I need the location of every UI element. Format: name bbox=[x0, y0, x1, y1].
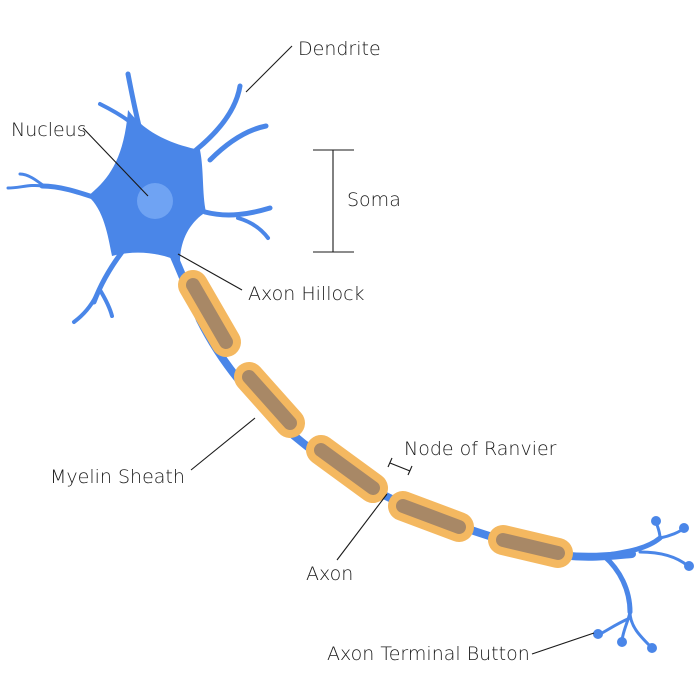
terminal-button-5 bbox=[617, 637, 627, 647]
terminal-branch-upper bbox=[597, 535, 663, 559]
axon-terminals bbox=[597, 520, 690, 648]
terminal-branch-lower-a bbox=[620, 610, 632, 642]
label-soma: Soma bbox=[347, 189, 401, 211]
dendrite-leader bbox=[245, 45, 293, 93]
nucleus-leader bbox=[82, 127, 149, 197]
myelin-sheath bbox=[178, 270, 573, 568]
label-myelin-sheath: Myelin Sheath bbox=[50, 466, 185, 488]
dendrite-right-upper bbox=[207, 123, 269, 163]
terminal-branch-lower bbox=[601, 553, 633, 615]
axon-terminal-leader bbox=[531, 632, 595, 655]
label-axon: Axon bbox=[306, 563, 353, 585]
terminal-button-4 bbox=[593, 629, 603, 639]
terminal-branch-lower-b bbox=[628, 610, 652, 648]
label-nucleus: Nucleus bbox=[11, 119, 87, 141]
dendrites bbox=[6, 71, 273, 324]
labels: Dendrite Nucleus Soma Axon Hillock Myeli… bbox=[11, 38, 557, 665]
label-dendrite: Dendrite bbox=[298, 38, 381, 60]
terminal-buttons bbox=[593, 516, 694, 653]
dendrite-right-lower-branch bbox=[236, 216, 270, 240]
terminal-branch-right bbox=[638, 550, 690, 568]
node-of-ranvier-marker bbox=[389, 462, 411, 472]
dendrite-top-right bbox=[193, 83, 243, 153]
label-axon-hillock: Axon Hillock bbox=[248, 283, 365, 305]
dendrite-left-branch-b bbox=[18, 172, 46, 188]
terminal-button-6 bbox=[647, 643, 657, 653]
myelin-segment-1 bbox=[178, 270, 241, 357]
dendrite-lower-left-branch-b bbox=[98, 288, 114, 318]
dendrite-right-lower bbox=[202, 205, 273, 218]
terminal-button-3 bbox=[684, 561, 694, 571]
myelin-segment-3 bbox=[306, 435, 388, 503]
label-axon-terminal-button: Axon Terminal Button bbox=[327, 643, 530, 665]
label-node-of-ranvier: Node of Ranvier bbox=[404, 438, 557, 460]
myelin-segment-2 bbox=[234, 362, 305, 438]
nucleus-shape bbox=[137, 183, 173, 219]
leader-lines bbox=[82, 45, 595, 655]
dendrite-left-branch-a bbox=[6, 183, 44, 190]
axon-leader bbox=[336, 493, 388, 561]
myelin-segment-5 bbox=[488, 525, 573, 568]
dendrite-lower-left bbox=[91, 249, 125, 305]
terminal-button-1 bbox=[651, 516, 661, 526]
dendrite-lower-left-branch-a bbox=[72, 294, 98, 324]
myelin-sheath-leader bbox=[190, 417, 256, 471]
axon-hillock-leader bbox=[177, 253, 243, 291]
myelin-segment-4 bbox=[388, 491, 474, 542]
terminal-button-2 bbox=[679, 523, 689, 533]
dendrite-left bbox=[39, 183, 99, 201]
node-of-ranvier-marker-cap-b bbox=[407, 465, 413, 476]
node-of-ranvier-marker-cap-a bbox=[387, 457, 393, 468]
